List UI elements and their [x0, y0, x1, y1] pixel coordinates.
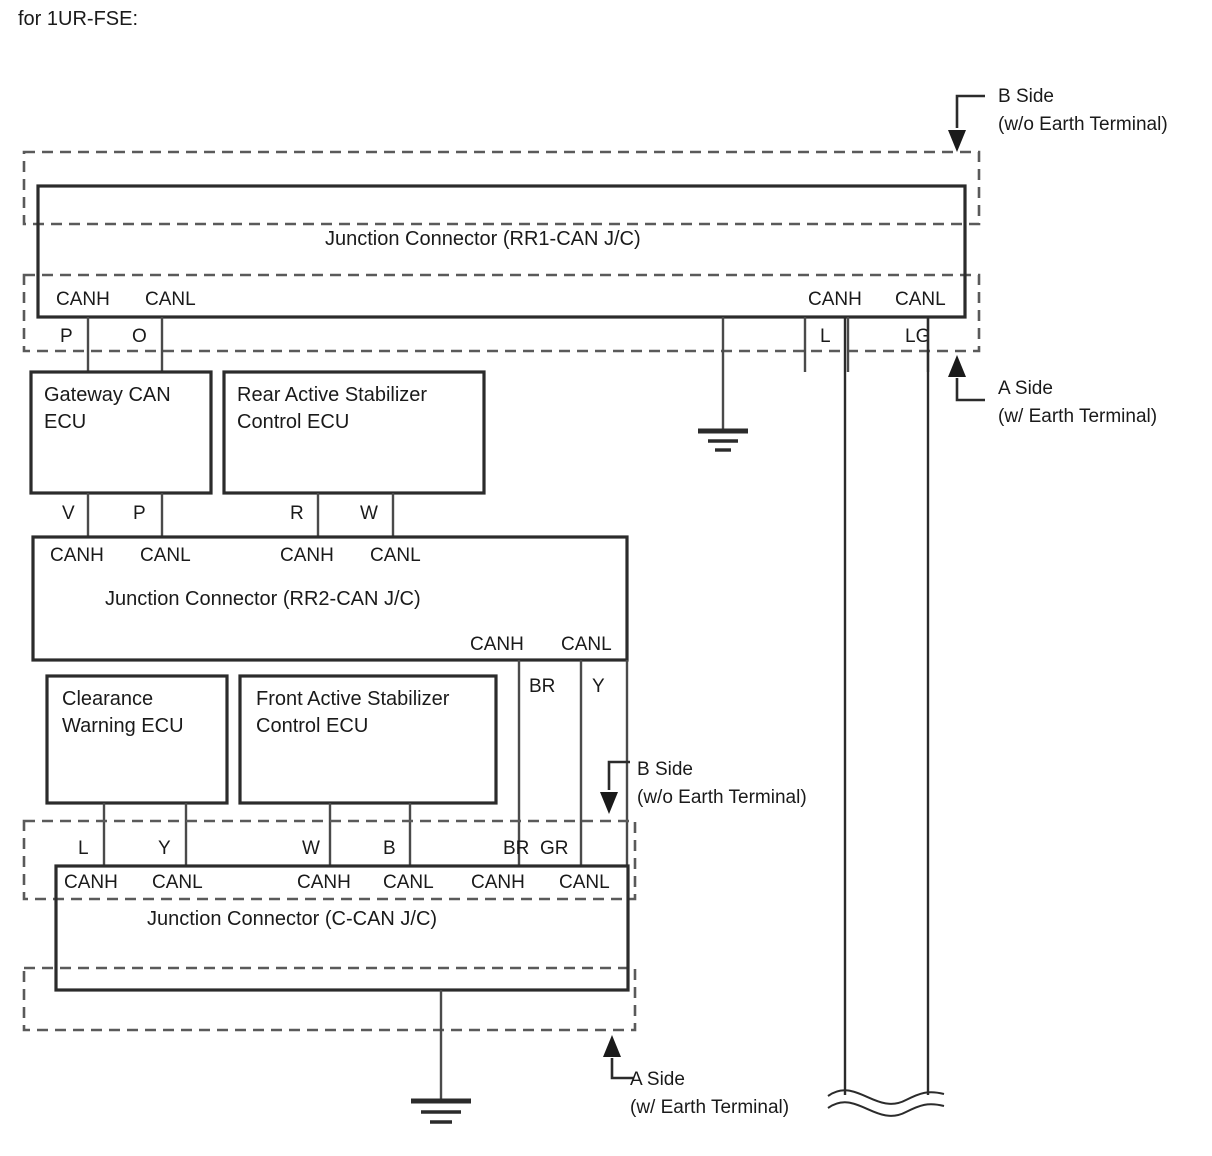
rr1-b-side-dashed-box: [22, 150, 981, 226]
annotation-b-side-top: B Side (w/o Earth Terminal): [948, 86, 1168, 152]
rr2-canh-1: CANH: [50, 545, 104, 566]
ccan-b-side-dashed-box: [22, 819, 637, 901]
gateway-can-ecu-box[interactable]: [29, 370, 213, 495]
annotation-b-side-mid: B Side (w/o Earth Terminal): [600, 759, 807, 814]
gateway-can-ecu-wire-p: P: [133, 503, 146, 524]
rr1-wire-lg: LG: [905, 326, 930, 347]
rr1-junction-connector-block[interactable]: [36, 184, 967, 319]
rr1-right-canl-label: CANL: [895, 289, 946, 310]
gateway-can-ecu-line2: ECU: [44, 411, 86, 433]
ccan-junction-connector-block[interactable]: [54, 864, 630, 992]
gateway-can-ecu-line1: Gateway CAN: [44, 384, 171, 406]
annotation-a-side-bottom: A Side (w/ Earth Terminal): [603, 1035, 789, 1118]
rr1-left-canl-label: CANL: [145, 289, 196, 310]
rr2-wire-br: BR: [529, 676, 555, 697]
clearance-warning-ecu-wire-l: L: [78, 838, 89, 859]
rr1-right-canh-label: CANH: [808, 289, 862, 310]
clearance-warning-ecu-box[interactable]: [45, 674, 229, 805]
annotation-a-side-mid: A Side (w/ Earth Terminal): [948, 355, 1157, 427]
ccan-block-label: Junction Connector (C-CAN J/C): [147, 908, 437, 930]
ccan-wire-gr: GR: [540, 838, 569, 859]
rear-active-stabilizer-wire-w: W: [360, 503, 378, 524]
rr1-a-side-dashed-box: [22, 273, 981, 353]
annotation-mid-line2: (w/ Earth Terminal): [998, 406, 1157, 427]
ccan-canh-2: CANH: [297, 872, 351, 893]
front-active-stabilizer-line2: Control ECU: [256, 715, 368, 737]
annotation-top-line1: B Side: [998, 86, 1054, 107]
ccan-wire-br: BR: [503, 838, 529, 859]
ccan-canh-1: CANH: [64, 872, 118, 893]
rr2-canh-bottom: CANH: [470, 634, 524, 655]
rr1-wire-o: O: [132, 326, 147, 347]
clearance-warning-ecu-line1: Clearance: [62, 688, 153, 710]
rr1-earth-symbol: [698, 428, 748, 452]
rr2-wire-y: Y: [592, 676, 605, 697]
clearance-warning-ecu-line2: Warning ECU: [62, 715, 184, 737]
front-active-stabilizer-control-ecu-box[interactable]: [238, 674, 498, 805]
ccan-canl-3: CANL: [559, 872, 610, 893]
ccan-canl-1: CANL: [152, 872, 203, 893]
rr2-block-label: Junction Connector (RR2-CAN J/C): [105, 588, 421, 610]
ccan-canh-3: CANH: [471, 872, 525, 893]
rear-active-stabilizer-wire-r: R: [290, 503, 304, 524]
rear-active-stabilizer-line2: Control ECU: [237, 411, 349, 433]
rr2-junction-connector-block[interactable]: [31, 535, 629, 662]
page-title: for 1UR-FSE:: [18, 8, 139, 30]
rear-active-stabilizer-line1: Rear Active Stabilizer: [237, 384, 427, 406]
ccan-a-side-dashed-box: [22, 966, 637, 1032]
annotation-top-line2: (w/o Earth Terminal): [998, 114, 1168, 135]
rr2-canl-1: CANL: [140, 545, 191, 566]
ccan-canl-2: CANL: [383, 872, 434, 893]
front-active-stabilizer-wire-w: W: [302, 838, 320, 859]
wire-break-symbol: [827, 1089, 945, 1117]
annotation-bottom-line1: A Side: [630, 1069, 685, 1090]
rr1-wire-l: L: [820, 326, 831, 347]
annotation-ccan-line1: B Side: [637, 759, 693, 780]
rr2-canl-2: CANL: [370, 545, 421, 566]
front-active-stabilizer-line1: Front Active Stabilizer: [256, 688, 450, 710]
ccan-earth-symbol: [411, 1098, 471, 1124]
clearance-warning-ecu-wire-y: Y: [158, 838, 171, 859]
rear-active-stabilizer-control-ecu-box[interactable]: [222, 370, 486, 495]
rr1-block-label: Junction Connector (RR1-CAN J/C): [325, 228, 641, 250]
rr1-wire-p: P: [60, 326, 73, 347]
annotation-bottom-line2: (w/ Earth Terminal): [630, 1097, 789, 1118]
rr1-left-canh-label: CANH: [56, 289, 110, 310]
gateway-can-ecu-wire-v: V: [62, 503, 75, 524]
front-active-stabilizer-wire-b: B: [383, 838, 396, 859]
annotation-mid-line1: A Side: [998, 378, 1053, 399]
rr2-canh-2: CANH: [280, 545, 334, 566]
annotation-ccan-line2: (w/o Earth Terminal): [637, 787, 807, 808]
rr2-canl-bottom: CANL: [561, 634, 612, 655]
